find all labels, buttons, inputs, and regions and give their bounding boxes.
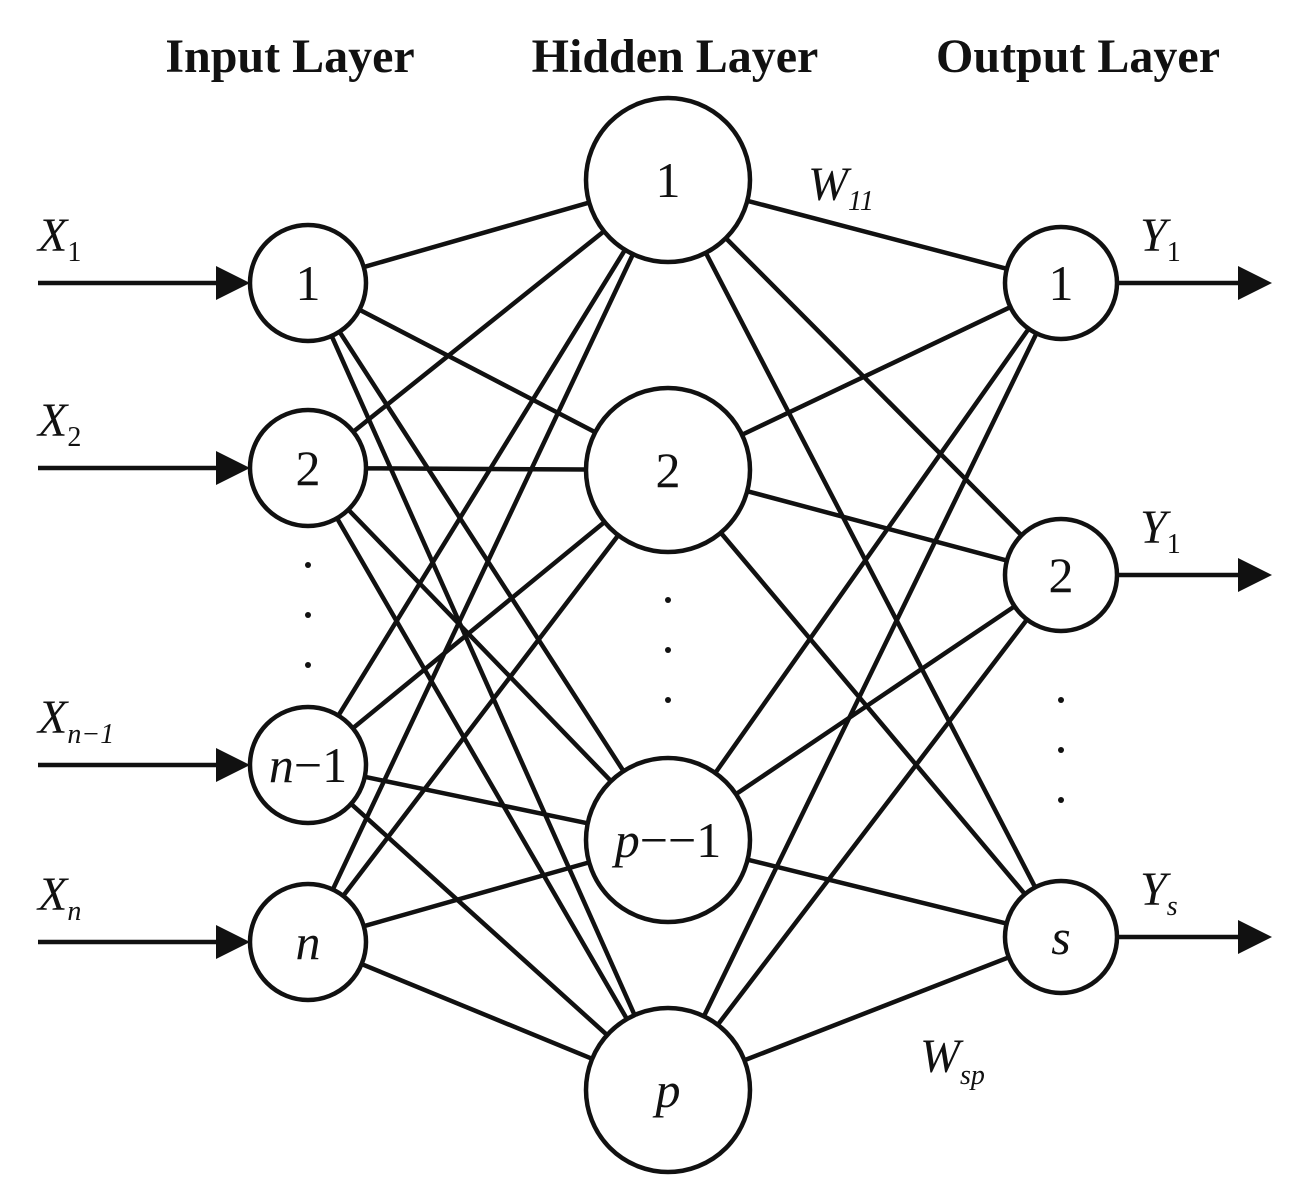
input-ellipsis: [305, 562, 311, 668]
hidden-node-label: p−−1: [612, 812, 721, 868]
edge-in4-hid4: [360, 961, 594, 1061]
output-arrow-1: [1117, 266, 1272, 300]
edge-in2-hid4: [335, 517, 629, 1021]
output-label-y2: Y1: [1140, 501, 1181, 560]
edge-in4-hid3: [363, 860, 590, 929]
input-node-1: 1: [247, 222, 369, 344]
edge-in3-hid1: [336, 248, 627, 717]
edge-hid2-out3: [719, 531, 1027, 896]
edge-hid3-out3: [747, 857, 1008, 926]
input-layer-title: Input Layer: [165, 30, 414, 83]
edge-hid3-out1: [713, 327, 1031, 775]
hidden-node-2: 2: [583, 385, 753, 555]
output-node-3: s: [1002, 878, 1120, 996]
input-node-circle: [247, 407, 369, 529]
input-node-label: n−1: [269, 737, 347, 793]
hidden-node-4: p: [583, 1005, 753, 1175]
input-arrow-3: [38, 748, 250, 782]
input-arrow-4: [38, 925, 250, 959]
edge-hid4-out1: [701, 332, 1039, 1018]
edge-hid1-out1: [746, 198, 1008, 271]
input-label-x2: X2: [36, 394, 81, 453]
edge-in3-hid2: [351, 520, 607, 730]
edge-in2-hid3: [346, 508, 613, 783]
output-node-circle: [1002, 878, 1120, 996]
hidden-node-circle: [583, 755, 753, 925]
output-node-circle: [1002, 224, 1120, 342]
weight-label-bottom: Wsp: [920, 1030, 985, 1091]
input-arrow-2: [38, 451, 250, 485]
hidden-node-circle: [583, 1005, 753, 1175]
output-layer-title: Output Layer: [936, 30, 1220, 83]
edge-in2-hid2: [365, 466, 587, 472]
output-node-circle: [1002, 516, 1120, 634]
input-arrow-1: [38, 266, 250, 300]
input-node-label: n: [296, 914, 321, 970]
edge-hid1-out2: [724, 236, 1024, 537]
edge-hid3-out2: [734, 604, 1016, 797]
edge-hid1-out3: [703, 251, 1038, 889]
edge-in4-hid2: [341, 533, 621, 898]
input-node-circle: [247, 881, 369, 1003]
hidden-node-circle: [583, 385, 753, 555]
edge-in1-hid4: [329, 335, 637, 1017]
input-label-x4: Xn: [36, 868, 81, 927]
edge-in1-hid2: [358, 307, 597, 435]
hidden-node-1: 1: [583, 95, 753, 265]
input-label-x1: X1: [36, 209, 81, 268]
hidden-node-label: 2: [656, 442, 681, 498]
edge-in4-hid1: [330, 253, 636, 891]
output-node-2: 2: [1002, 516, 1120, 634]
input-node-3: n−1: [247, 704, 369, 826]
output-arrow-2: [1117, 558, 1272, 592]
connection-edges: [329, 198, 1039, 1063]
input-node-4: n: [247, 881, 369, 1003]
edge-in2-hid1: [351, 229, 606, 434]
input-node-circle: [247, 704, 369, 826]
input-node-label: 2: [296, 440, 321, 496]
output-label-y1: Y1: [1140, 209, 1181, 268]
output-ellipsis: [1058, 697, 1064, 803]
input-node-label: 1: [296, 255, 321, 311]
weight-label-top: W11: [808, 158, 874, 217]
edge-hid2-out2: [746, 488, 1008, 563]
input-node-circle: [247, 222, 369, 344]
output-node-1: 1: [1002, 224, 1120, 342]
hidden-layer-title: Hidden Layer: [532, 30, 819, 83]
input-node-2: 2: [247, 407, 369, 529]
output-arrow-3: [1117, 920, 1272, 954]
hidden-node-circle: [583, 95, 753, 265]
io-arrows: [38, 266, 1272, 959]
edge-hid4-out2: [715, 618, 1029, 1027]
edge-in1-hid1: [363, 200, 590, 270]
output-label-y3: Ys: [1140, 863, 1178, 922]
edge-hid4-out3: [743, 955, 1010, 1063]
output-node-label: 2: [1049, 547, 1074, 603]
hidden-node-3: p−−1: [583, 755, 753, 925]
hidden-ellipsis: [665, 597, 671, 703]
edge-in3-hid3: [364, 774, 589, 826]
edge-in3-hid4: [349, 802, 609, 1037]
hidden-node-label: 1: [656, 152, 681, 208]
neuron-nodes: 1 2 n−1 n 1 2 p−−1 p 1 2 s: [247, 95, 1120, 1175]
input-label-x3: Xn−1: [36, 691, 114, 750]
output-node-label: s: [1051, 909, 1070, 965]
edge-hid2-out1: [741, 305, 1012, 437]
hidden-node-label: p: [653, 1062, 681, 1118]
output-node-label: 1: [1049, 255, 1074, 311]
